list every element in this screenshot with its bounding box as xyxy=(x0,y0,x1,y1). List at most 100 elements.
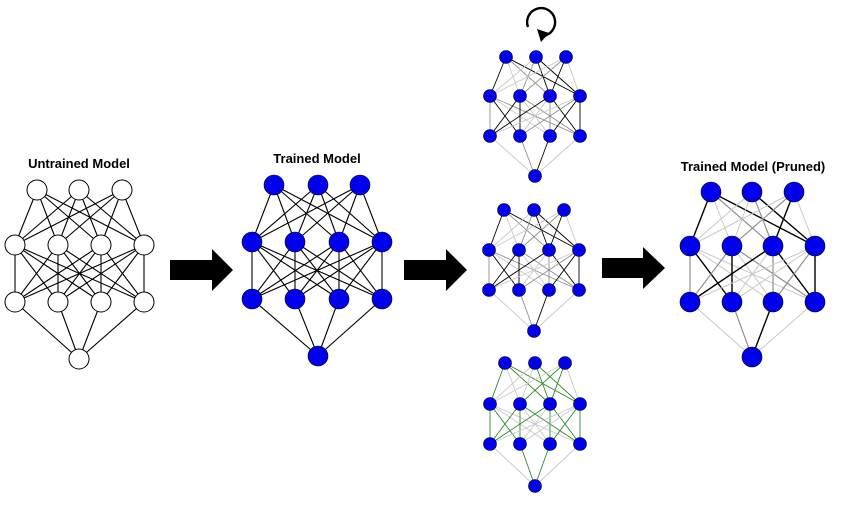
neuron-node xyxy=(513,89,527,103)
connection-edge xyxy=(489,362,506,405)
connection-edge xyxy=(294,184,361,243)
connection-edge xyxy=(519,95,581,137)
connection-edge xyxy=(488,209,505,251)
untrained-network-edges xyxy=(14,189,145,360)
connection-edge xyxy=(488,249,550,291)
neuron-node xyxy=(133,291,155,313)
connection-edge xyxy=(14,301,80,360)
neuron-node xyxy=(284,231,306,253)
circular-arrow-icon xyxy=(525,6,557,42)
neuron-node xyxy=(741,181,763,203)
connection-edge xyxy=(751,301,816,358)
connection-edge xyxy=(489,95,521,137)
neuron-node xyxy=(543,397,557,411)
neuron-node xyxy=(679,235,701,257)
neuron-node xyxy=(528,479,542,493)
right-arrow-icon xyxy=(602,247,665,289)
connection-edge xyxy=(488,289,535,332)
connection-edge xyxy=(519,403,581,445)
neuron-node xyxy=(721,235,743,257)
connection-edge xyxy=(251,184,319,243)
connection-edge xyxy=(563,209,580,251)
connection-edge xyxy=(549,403,581,445)
neuron-node xyxy=(68,179,90,201)
neuron-node xyxy=(498,356,512,370)
neuron-node xyxy=(559,50,573,64)
connection-edge xyxy=(689,191,795,247)
connection-edge xyxy=(519,56,567,97)
connection-edge xyxy=(488,209,535,251)
connection-edge xyxy=(489,443,536,487)
connection-edge xyxy=(731,191,795,247)
neuron-node xyxy=(4,234,26,256)
connection-edge xyxy=(549,95,581,137)
neuron-node xyxy=(804,235,826,257)
neuron-node xyxy=(700,181,722,203)
neuron-node xyxy=(527,203,541,217)
connection-edge xyxy=(78,301,145,360)
connection-edge xyxy=(519,362,566,405)
neuron-node xyxy=(26,179,48,201)
connection-edge xyxy=(565,56,581,97)
neuron-node xyxy=(543,129,557,143)
connection-edge xyxy=(519,443,536,487)
connection-edge xyxy=(534,135,551,177)
connection-edge xyxy=(251,241,383,300)
connection-edge xyxy=(489,362,566,405)
neuron-node xyxy=(741,346,763,368)
connection-edge xyxy=(519,135,536,177)
iteration-network-1-edges xyxy=(489,56,581,177)
neuron-node xyxy=(263,174,285,196)
connection-edge xyxy=(251,241,340,300)
neuron-node xyxy=(111,179,133,201)
iteration-network-2 xyxy=(482,203,586,338)
neuron-node xyxy=(47,291,69,313)
neuron-node xyxy=(284,288,306,310)
connection-edge xyxy=(489,362,536,405)
connection-edge xyxy=(772,245,816,303)
neuron-node xyxy=(512,243,526,257)
connection-edge xyxy=(689,245,733,303)
connection-edge xyxy=(488,249,520,291)
neuron-node xyxy=(542,243,556,257)
neuron-node xyxy=(241,231,263,253)
neuron-node xyxy=(241,288,263,310)
neuron-node xyxy=(68,348,90,370)
neuron-node xyxy=(483,397,497,411)
connection-edge xyxy=(14,244,59,303)
neuron-node xyxy=(573,89,587,103)
connection-edge xyxy=(251,298,319,357)
neuron-node xyxy=(542,283,556,297)
connection-edge xyxy=(548,209,565,251)
pruned-model-title: Trained Model (Pruned) xyxy=(680,159,826,174)
connection-edge xyxy=(489,403,521,445)
connection-edge xyxy=(689,191,753,247)
neuron-node xyxy=(527,324,541,338)
connection-edge xyxy=(533,289,580,332)
connection-edge xyxy=(533,289,550,332)
neuron-node xyxy=(371,231,393,253)
neuron-node xyxy=(483,437,497,451)
neuron-node xyxy=(371,288,393,310)
neuron-node xyxy=(572,243,586,257)
neuron-node xyxy=(558,356,572,370)
connection-edge xyxy=(489,56,537,97)
neuron-node xyxy=(483,129,497,143)
neuron-node xyxy=(482,283,496,297)
neuron-node xyxy=(4,291,26,313)
neuron-node xyxy=(572,283,586,297)
connection-edge xyxy=(14,244,145,303)
neuron-node xyxy=(573,437,587,451)
connection-edge xyxy=(489,95,551,137)
connection-edge xyxy=(14,244,102,303)
connection-edge xyxy=(534,443,551,487)
neuron-node xyxy=(307,345,329,367)
neuron-node xyxy=(47,234,69,256)
iteration-network-3 xyxy=(483,356,587,493)
connection-edge xyxy=(489,403,551,445)
neuron-node xyxy=(349,174,371,196)
connection-edge xyxy=(251,184,361,243)
connection-edge xyxy=(534,443,581,487)
